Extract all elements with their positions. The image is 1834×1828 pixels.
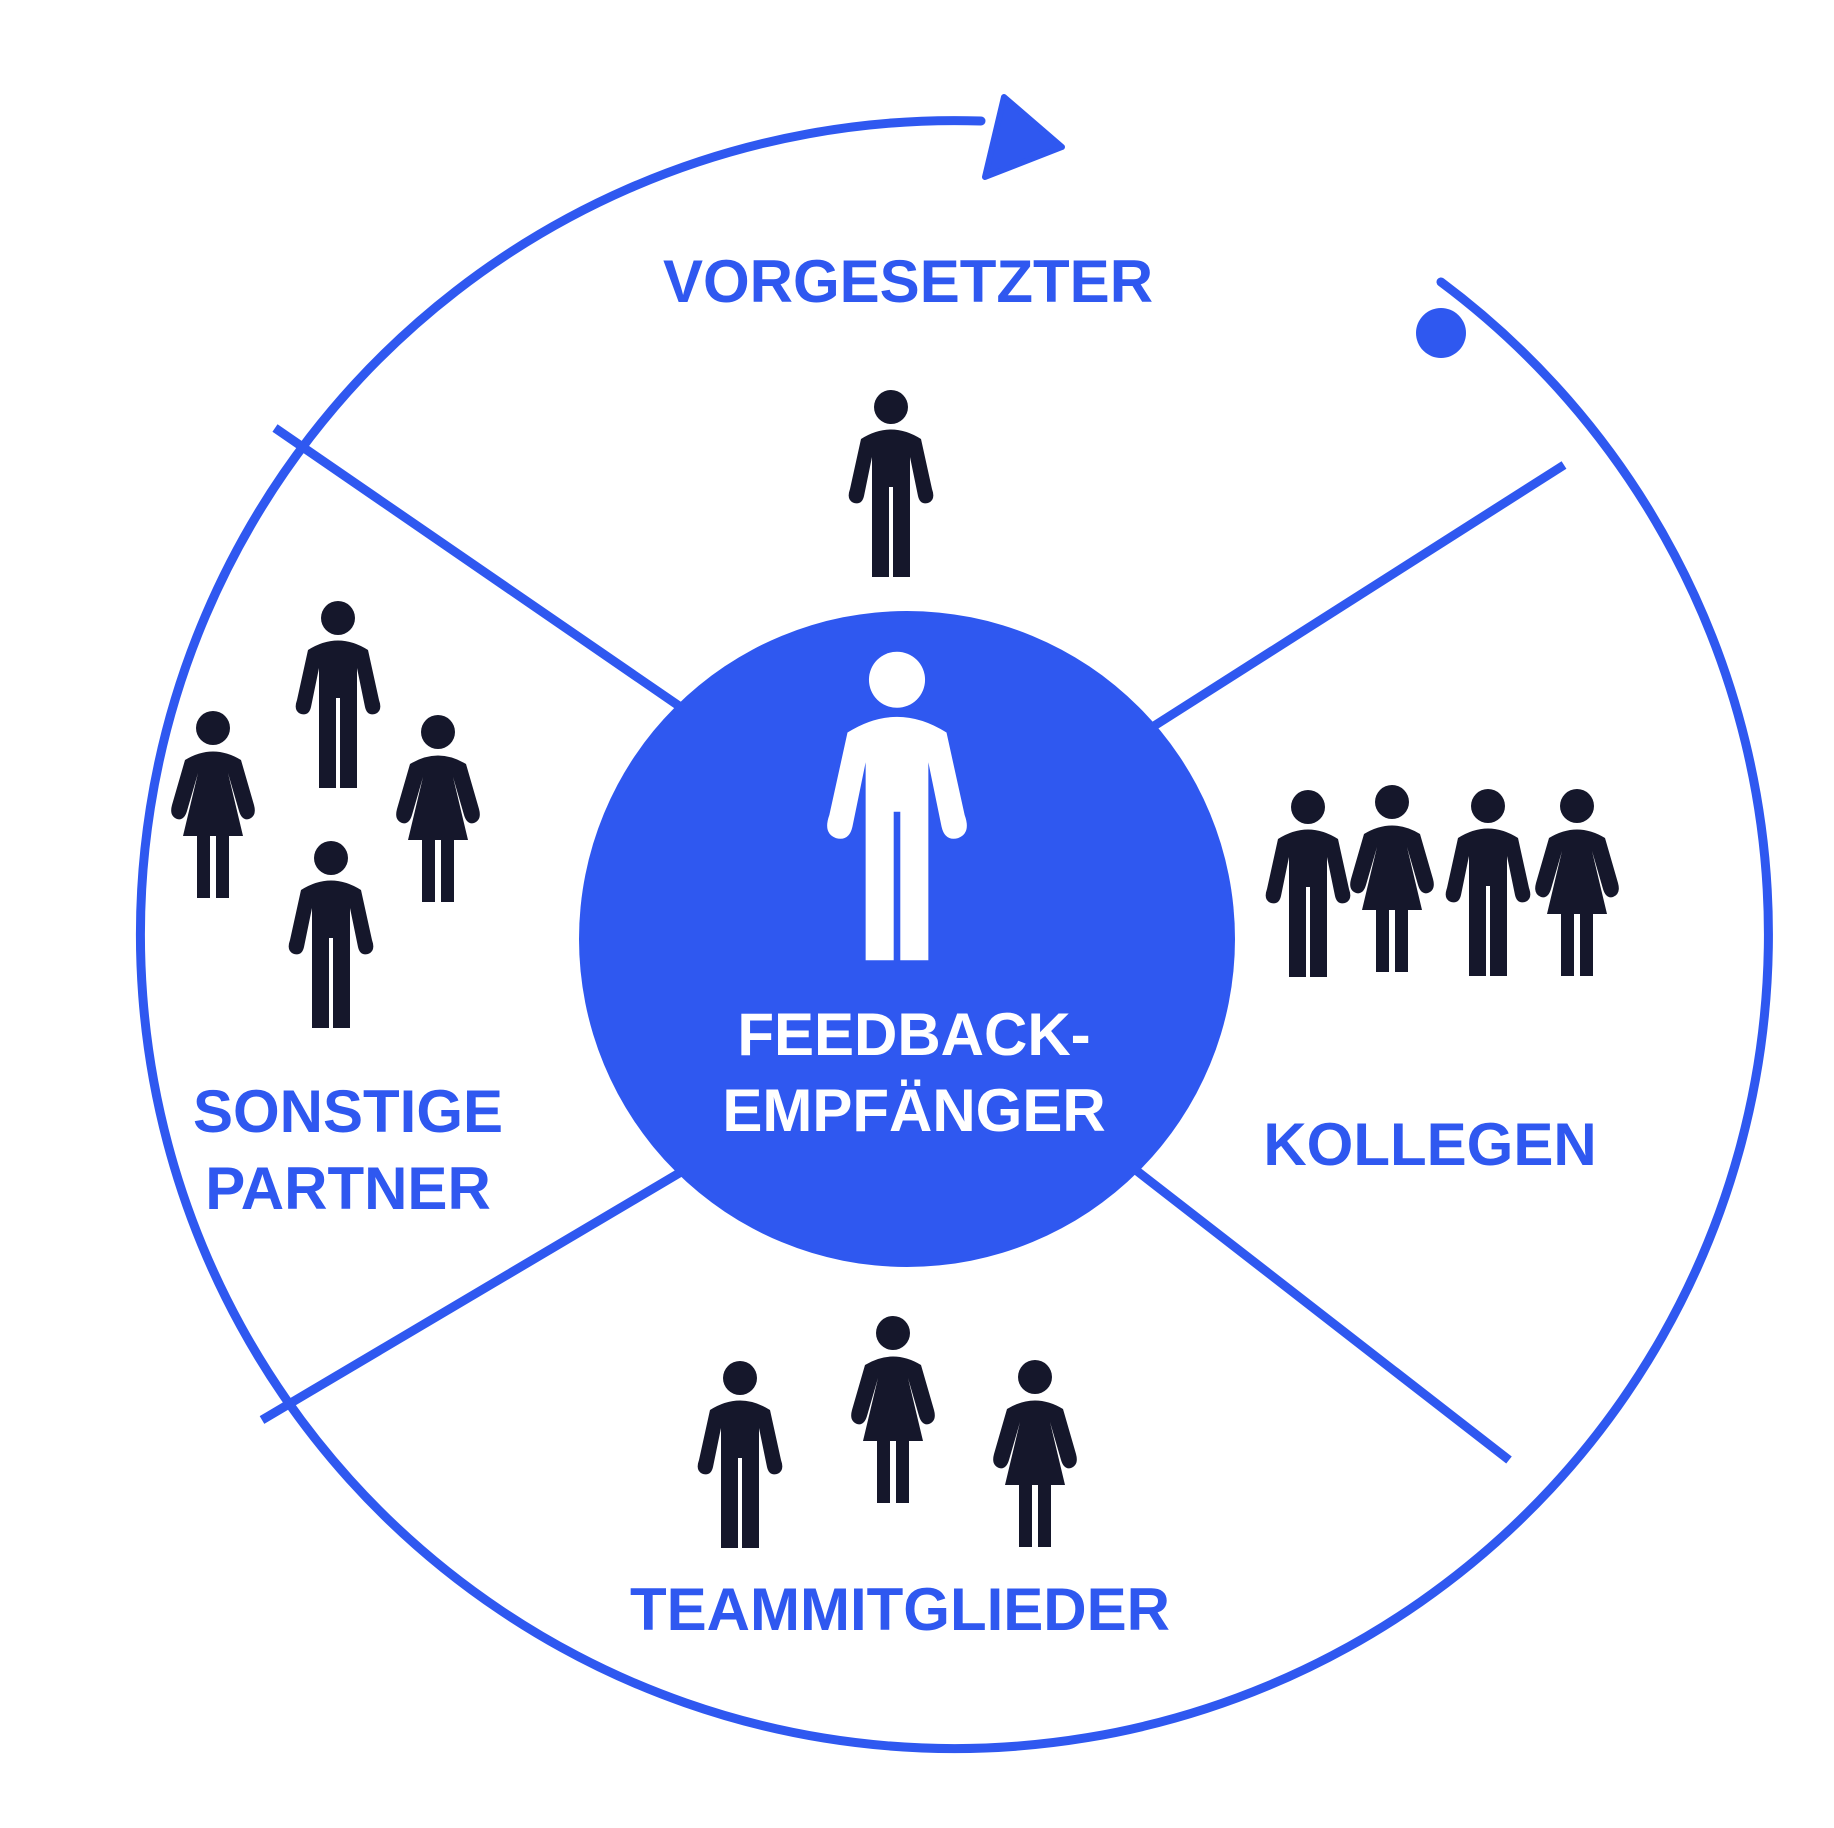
man-icon: [288, 841, 374, 1028]
woman-icon: [396, 715, 480, 902]
center-label-line2: EMPFÄNGER: [722, 1077, 1105, 1144]
label-kollegen: KOLLEGEN: [1263, 1111, 1596, 1178]
outer-ring: [135, 116, 1773, 1754]
group-teammitglieder: [697, 1316, 1077, 1548]
divider-bottom-left: [259, 1168, 684, 1424]
label-sonstige-line1: SONSTIGE: [193, 1078, 503, 1145]
group-kollegen: [1265, 785, 1619, 977]
center-label-line1: FEEDBACK-: [737, 1001, 1090, 1068]
divider-bottom-right: [1134, 1167, 1512, 1464]
woman-icon: [851, 1316, 935, 1503]
label-vorgesetzter: VORGESETZTER: [663, 248, 1153, 315]
man-icon: [295, 601, 381, 788]
label-teammitglieder: TEAMMITGLIEDER: [630, 1576, 1170, 1643]
man-icon: [1445, 789, 1531, 976]
label-sonstige-line2: PARTNER: [205, 1155, 491, 1222]
arrowhead-icon: [982, 94, 1065, 180]
group-sonstige-partner: [171, 601, 480, 1028]
man-icon: [697, 1361, 783, 1548]
divider-top-right: [1151, 461, 1567, 730]
woman-icon: [1350, 785, 1434, 972]
divider-top-left: [272, 424, 685, 712]
woman-icon: [171, 711, 255, 898]
woman-icon: [1535, 789, 1619, 976]
group-vorgesetzter: [848, 390, 934, 577]
man-icon: [848, 390, 934, 577]
start-dot-icon: [1416, 308, 1466, 358]
woman-icon: [993, 1360, 1077, 1547]
man-icon: [1265, 790, 1351, 977]
